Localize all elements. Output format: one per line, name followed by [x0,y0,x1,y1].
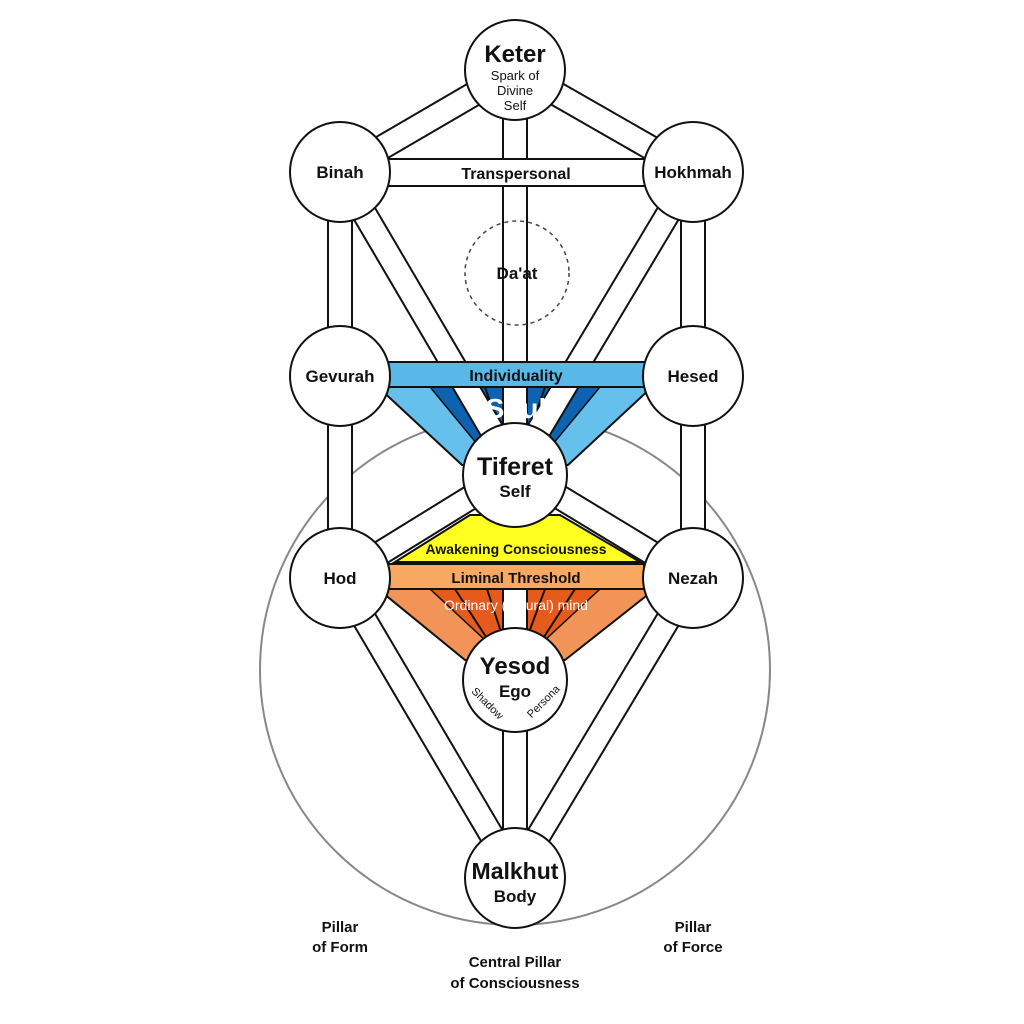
gevurah-title: Gevurah [306,367,375,386]
malkhut-sub: Body [494,887,537,906]
node-gevurah: Gevurah [289,325,391,427]
binah-title: Binah [316,163,363,182]
awakening-label: Awakening Consciousness [425,541,606,557]
keter-title: Keter [484,41,545,68]
svg-text:of Force: of Force [663,939,722,956]
node-hesed: Hesed [642,325,744,427]
liminal-threshold-bar: Liminal Threshold [387,563,645,590]
transpersonal-label: Transpersonal [461,166,570,183]
liminal-label: Liminal Threshold [451,570,580,587]
svg-text:of Consciousness: of Consciousness [450,975,579,992]
keter-sub-3: Self [504,98,527,113]
individuality-bar: Individuality [379,361,653,388]
node-hod: Hod [289,527,391,629]
node-hokhmah: Hokhmah [642,121,744,223]
node-nezah: Nezah [642,527,744,629]
node-yesod: Yesod Ego Shadow Persona [462,627,568,733]
tiferet-sub: Self [499,482,531,501]
malkhut-title: Malkhut [472,858,559,884]
central-pillar-label: Central Pillar of Consciousness [450,954,579,992]
hokhmah-title: Hokhmah [654,163,731,182]
hod-title: Hod [323,569,356,588]
yesod-sub: Ego [499,682,531,701]
individuality-label: Individuality [469,368,562,385]
node-malkhut: Malkhut Body [464,827,566,929]
nezah-title: Nezah [668,569,718,588]
svg-text:Pillar: Pillar [322,919,359,936]
node-daat: Da'at [464,220,570,326]
pillar-of-form-label: Pillar of Form [312,919,368,956]
hesed-title: Hesed [667,367,718,386]
pillar-of-force-label: Pillar of Force [663,919,722,956]
keter-sub-1: Spark of [491,68,540,83]
node-keter: Keter Spark of Divine Self [464,19,566,121]
transpersonal-bar: Transpersonal [384,158,648,187]
ordinary-label: Ordinary (natural) mind [444,597,588,613]
svg-text:of Form: of Form [312,939,368,956]
svg-text:Pillar: Pillar [675,919,712,936]
tiferet-title: Tiferet [477,453,554,481]
svg-text:Central Pillar: Central Pillar [469,954,562,971]
node-binah: Binah [289,121,391,223]
soul-label: Soul [486,393,547,424]
daat-title: Da'at [497,264,538,283]
node-tiferet: Tiferet Self [462,422,568,528]
keter-sub-2: Divine [497,83,533,98]
yesod-title: Yesod [480,653,551,680]
awakening-band: Awakening Consciousness [391,514,644,563]
